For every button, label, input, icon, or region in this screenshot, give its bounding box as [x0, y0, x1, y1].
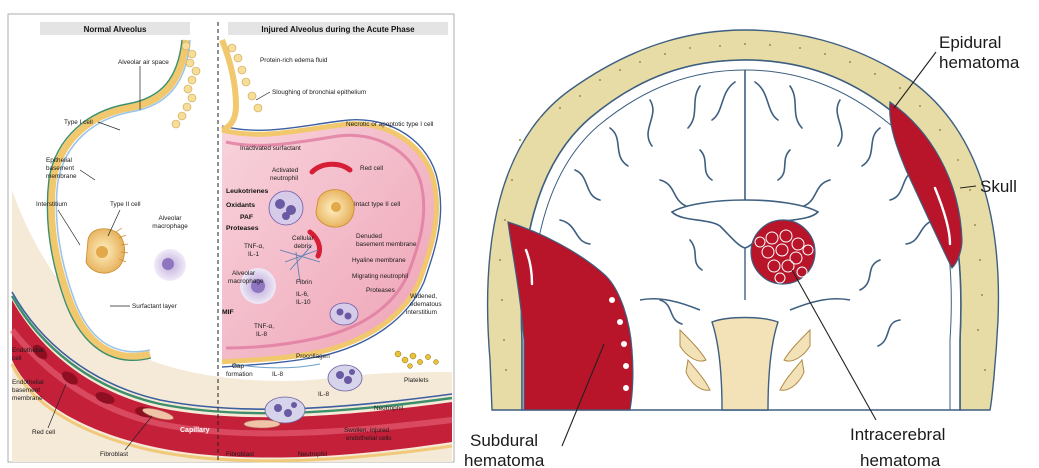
- label-epidural-1: Epidural: [939, 33, 1001, 52]
- alveolar-macrophage-normal: [154, 249, 186, 281]
- label-skull: Skull: [980, 177, 1017, 196]
- label-capillary: Capillary: [180, 427, 210, 434]
- label-activated-neutrophil-1: Activated: [272, 167, 299, 174]
- label-alv-macrophage-r1: Alveolar: [232, 270, 256, 277]
- normal-alveolus-header: Normal Alveolus: [84, 25, 147, 34]
- label-activated-neutrophil-2: neutrophil: [270, 175, 298, 182]
- label-cellular-debris-2: debris: [294, 243, 311, 250]
- label-interstitium: Interstitium: [36, 201, 67, 208]
- label-fibroblast-left: Fibroblast: [100, 451, 128, 458]
- label-inactivated-surfactant: Inactivated surfactant: [240, 145, 301, 152]
- label-epidural-2: hematoma: [939, 53, 1020, 72]
- label-leukotrienes: Leukotrienes: [226, 188, 269, 195]
- label-oxidants: Oxidants: [226, 202, 255, 209]
- label-endothelial-cell-2: cell: [12, 355, 22, 362]
- label-tnf-il8-2: IL-8: [256, 331, 267, 338]
- injured-alveolus-header: Injured Alveolus during the Acute Phase: [261, 25, 415, 34]
- label-il-2: IL-10: [296, 299, 311, 306]
- label-red-cell-left: Red cell: [32, 429, 55, 436]
- label-proteases-2: Proteases: [366, 287, 395, 294]
- label-sloughing: Sloughing of bronchial epithelium: [272, 89, 366, 96]
- brainstem: [712, 318, 778, 411]
- label-tnf-il8-1: TNF-α,: [254, 323, 274, 330]
- label-il-1: IL-6,: [296, 291, 309, 298]
- label-cellular-debris-1: Cellular: [292, 235, 315, 242]
- label-hyaline: Hyaline membrane: [352, 257, 406, 264]
- label-il8: IL-8: [272, 371, 283, 378]
- label-endothelial-bm-1: Endothelial: [12, 379, 44, 386]
- label-neutrophil-mid: Neutrophil: [374, 405, 403, 412]
- label-alveolar-macrophage-2: macrophage: [152, 223, 188, 230]
- label-type2-cell: Type II cell: [110, 201, 141, 208]
- label-denuded-bm-2: basement membrane: [356, 241, 417, 248]
- activated-neutrophil: [269, 191, 303, 225]
- label-widened-1: Widened,: [410, 293, 437, 300]
- label-platelets: Platelets: [404, 377, 429, 384]
- label-subdural-1: Subdural: [470, 431, 538, 450]
- label-fibroblast-right: Fibroblast: [226, 451, 254, 458]
- label-epithelial-bm-1: Epithelial: [46, 157, 72, 164]
- label-tnf-il1-2: IL-1: [248, 251, 259, 258]
- label-mif: MIF: [222, 309, 234, 316]
- label-widened-3: interstitium: [406, 309, 437, 316]
- label-tnf-il1-1: TNF-α,: [244, 243, 264, 250]
- label-fibrin: Fibrin: [296, 279, 312, 286]
- label-intracerebral-2: hematoma: [860, 451, 941, 468]
- label-alv-macrophage-r2: macrophage: [228, 278, 264, 285]
- label-intracerebral-1: Intracerebral: [850, 425, 945, 444]
- fibroblast-right-shape: [244, 420, 280, 428]
- label-denuded-bm-1: Denuded: [356, 233, 382, 240]
- label-protein-rich-fluid: Protein-rich edema fluid: [260, 57, 328, 64]
- label-endothelial-cell-1: Endothelial: [12, 347, 44, 354]
- type2-cell-injured: [316, 190, 354, 227]
- label-subdural-2: hematoma: [464, 451, 545, 468]
- label-alveolar-air-space: Alveolar air space: [118, 59, 169, 66]
- label-swollen-2: endothelial cells: [346, 435, 391, 442]
- label-procollagen: Procollagen: [296, 353, 330, 360]
- migrating-neutrophil: [330, 303, 358, 325]
- label-migrating-neutrophil: Migrating neutrophil: [352, 273, 408, 280]
- label-proteases-1: Proteases: [226, 225, 259, 232]
- label-neutrophil-bottom: Neutrophil: [298, 451, 327, 458]
- label-gap-1: Gap: [232, 363, 245, 370]
- label-red-cell-right: Red cell: [360, 165, 383, 172]
- label-epithelial-bm-2: basement: [46, 165, 74, 172]
- label-endothelial-bm-2: basement: [12, 387, 40, 394]
- label-alveolar-macrophage-1: Alveolar: [158, 215, 182, 222]
- label-swollen-1: Swollen, injured: [344, 427, 390, 434]
- hematoma-panel: Epidural hematoma Skull Subdural hematom…: [464, 30, 1020, 468]
- label-intact-type2: Intact type II cell: [354, 201, 400, 208]
- label-type1-cell: Type I cell: [64, 119, 93, 126]
- label-necrotic: Necrotic or apoptotic type I cell: [346, 121, 433, 128]
- label-surfactant-layer: Surfactant layer: [132, 303, 178, 310]
- label-il8b: IL-8: [318, 391, 329, 398]
- label-paf: PAF: [240, 214, 253, 221]
- label-gap-2: formation: [226, 371, 253, 378]
- label-widened-2: edematous: [410, 301, 442, 308]
- alveolus-panel: Normal Alveolus Injured Alveolus during …: [8, 14, 454, 462]
- label-epithelial-bm-3: membrane: [46, 173, 77, 180]
- label-endothelial-bm-3: membrane: [12, 395, 43, 402]
